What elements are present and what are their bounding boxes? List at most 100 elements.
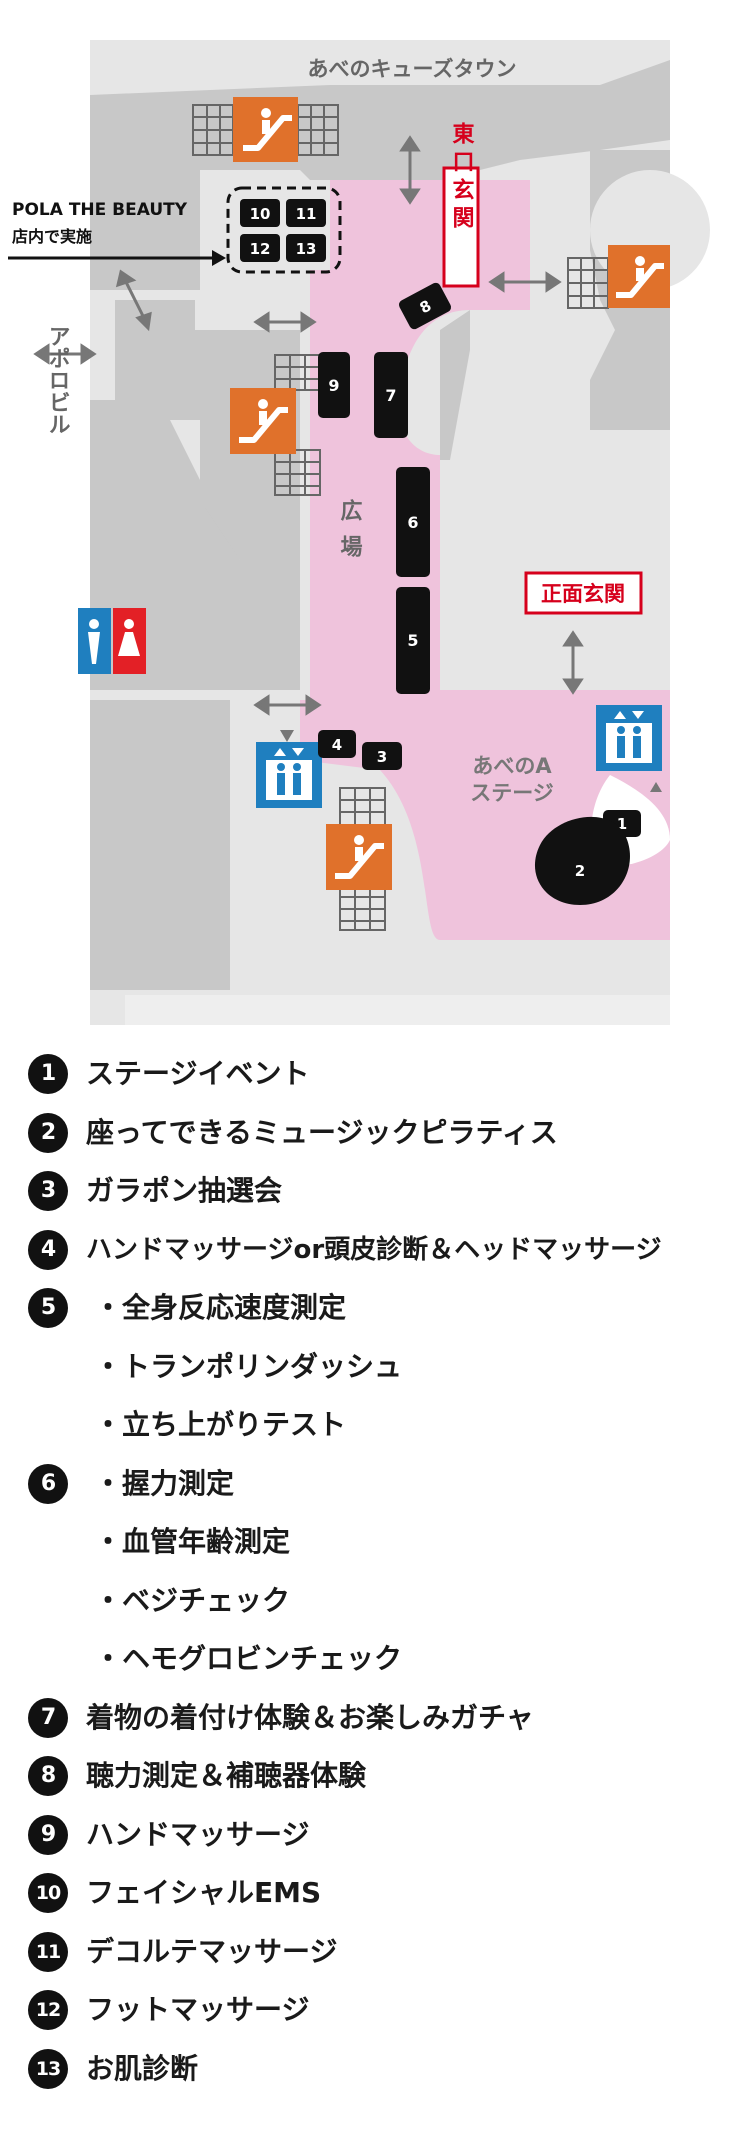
booth-6-label: 6 [407, 513, 418, 532]
legend-item: 8 聴力測定＆補聴器体験 [0, 1752, 750, 1800]
main-entrance-label: 正面玄関 [541, 582, 625, 606]
escalator-icon [608, 245, 670, 308]
plaza-label: 広場 [337, 498, 363, 571]
legend-item: ・血管年齢測定 [0, 1518, 750, 1566]
booth-9-label: 9 [328, 376, 339, 395]
booth-10: 10 [240, 199, 280, 227]
legend-item: 9 ハンドマッサージ [0, 1811, 750, 1859]
booth-5-label: 5 [407, 631, 418, 650]
legend-item: 7 着物の着付け体験＆お楽しみガチャ [0, 1694, 750, 1742]
legend-label: 座ってできるミュージックピラティス [86, 1115, 558, 1149]
booth-5: 5 [396, 587, 430, 694]
legend-label: 聴力測定＆補聴器体験 [86, 1759, 367, 1792]
legend-item: 12 フットマッサージ [0, 1986, 750, 2034]
pointer-arrow-icon [8, 250, 226, 266]
booth-4-label: 4 [332, 736, 342, 754]
booth-7: 7 [374, 352, 408, 438]
legend-number-badge: 11 [28, 1931, 68, 1972]
legend-number-badge: 5 [28, 1288, 68, 1328]
legend-number-badge: 2 [28, 1112, 68, 1153]
down-triangle-icon [280, 730, 294, 742]
booth-3: 3 [362, 742, 402, 770]
legend-item: ・立ち上がりテスト [0, 1401, 750, 1449]
legend-label: 着物の着付け体験＆お楽しみガチャ [86, 1700, 534, 1734]
pola-subtitle: 店内で実施 [12, 227, 92, 246]
booth-7-label: 7 [385, 386, 396, 405]
legend-label: ハンドマッサージ [86, 1817, 310, 1851]
east-entrance-label: 東口玄関 [449, 122, 475, 234]
left-building-label: アポロビル [45, 325, 70, 435]
legend-label: フットマッサージ [86, 1993, 310, 2026]
booth-6: 6 [396, 467, 430, 577]
legend-label: ・血管年齢測定 [94, 1525, 291, 1558]
legend-label: ・トランポリンダッシュ [94, 1349, 403, 1383]
main-entrance-sign: 正面玄関 [524, 571, 643, 615]
booth-1-label: 1 [617, 815, 627, 833]
booth-13-label: 13 [296, 240, 317, 258]
legend-label: ・全身反応速度測定 [94, 1291, 347, 1324]
walkway-shadow [125, 995, 670, 1025]
legend-item: 13 お肌診断 [0, 2045, 750, 2093]
legend-label: ・ベジチェック [94, 1583, 291, 1617]
booth-2-label: 2 [575, 862, 585, 880]
legend-label: ハンドマッサージor頭皮診断＆ヘッドマッサージ [86, 1234, 662, 1265]
legend-item: 1 ステージイベント [0, 1050, 750, 1098]
legend-item: 5 ・全身反応速度測定 [0, 1284, 750, 1332]
legend-label: デコルテマッサージ [86, 1934, 338, 1968]
stair-gratings [192, 104, 609, 931]
legend-label: ・立ち上がりテスト [94, 1408, 347, 1441]
legend-label: お肌診断 [86, 2051, 199, 2085]
legend-number-badge: 13 [28, 2048, 68, 2089]
legend-label: ガラポン抽選会 [86, 1174, 283, 1207]
booth-4: 4 [318, 730, 356, 758]
legend-item: ・ベジチェック [0, 1577, 750, 1625]
pola-shop-area [226, 186, 342, 274]
booth-12: 12 [240, 234, 280, 262]
escalator-icon [326, 824, 392, 890]
legend-item: 11 デコルテマッサージ [0, 1928, 750, 1976]
legend-item: 4 ハンドマッサージor頭皮診断＆ヘッドマッサージ [0, 1226, 750, 1274]
two-way-arrow-icon [33, 135, 584, 716]
legend-label: フェイシャルEMS [86, 1876, 322, 1909]
booth-11-label: 11 [296, 205, 317, 223]
plaza-curve [400, 310, 470, 455]
pola-title: POLA THE BEAUTY [12, 200, 188, 220]
legend-label: ・握力測定 [94, 1466, 235, 1500]
escalator-icon [230, 388, 296, 454]
booth-8: 8 [398, 282, 452, 330]
escalator-icon [233, 97, 298, 162]
stage-suffix-label: ステージ [470, 781, 554, 805]
legend-label: ・ヘモグロビンチェック [94, 1642, 403, 1675]
top-building-label: あべのキューズタウン [308, 57, 517, 81]
legend-item: 2 座ってできるミュージックピラティス [0, 1109, 750, 1157]
booth-11: 11 [286, 199, 326, 227]
legend-number-badge: 8 [28, 1756, 68, 1796]
legend-number-badge: 6 [28, 1463, 68, 1504]
legend-item: 3 ガラポン抽選会 [0, 1167, 750, 1215]
legend-number-badge: 12 [28, 1990, 68, 2030]
booth-10-label: 10 [250, 205, 271, 223]
elevator-icon [596, 705, 662, 771]
stage-name-label: あべのA [472, 754, 552, 778]
floor-map: 1 2 3 4 5 6 7 8 9 10 11 12 [8, 40, 710, 1025]
booth-12-label: 12 [250, 240, 271, 258]
legend-item: 6 ・握力測定 [0, 1460, 750, 1508]
elevator-icon [256, 742, 322, 808]
legend-number-badge: 10 [28, 1873, 68, 1913]
legend-number-badge: 7 [28, 1697, 68, 1738]
legend-number-badge: 1 [28, 1054, 68, 1094]
legend-item: ・ヘモグロビンチェック [0, 1635, 750, 1683]
legend-number-badge: 4 [28, 1229, 68, 1270]
legend-number-badge: 9 [28, 1814, 68, 1855]
legend-number-badge: 3 [28, 1171, 68, 1211]
restroom-icon [78, 608, 146, 674]
up-triangle-icon [650, 782, 662, 792]
legend-label: ステージイベント [86, 1057, 310, 1090]
booth-2: 2 [534, 816, 630, 905]
booth-9: 9 [318, 352, 350, 418]
east-entrance-sign: 東口玄関 [442, 122, 480, 288]
booth-3-label: 3 [377, 748, 387, 766]
booth-13: 13 [286, 234, 326, 262]
legend-item: 10 フェイシャルEMS [0, 1869, 750, 1917]
legend-item: ・トランポリンダッシュ [0, 1343, 750, 1391]
